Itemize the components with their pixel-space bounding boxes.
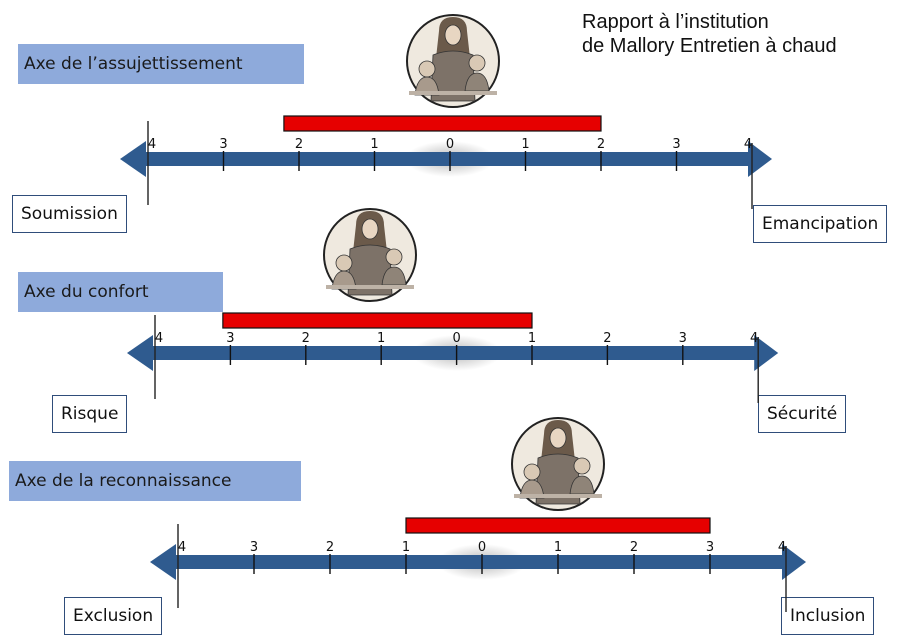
axis-3-left-pole: Exclusion (64, 597, 163, 635)
axis-2-right-pole: Sécurité (758, 395, 847, 433)
axis-1-label: Axe de l’assujettissement (18, 44, 304, 84)
axis-1-position-range (283, 115, 602, 132)
axis-1-tick-label-8: 3 (672, 137, 680, 152)
axis-1-right-arrowhead (748, 141, 772, 177)
axis-3-tick-label-1: 4 (178, 540, 186, 555)
axis-2-position-range (222, 312, 533, 329)
axis-1-tick-label-7: 2 (597, 137, 605, 152)
axis-3-position-range (405, 517, 711, 534)
axis-1-tick-label-6: 1 (521, 137, 529, 152)
axis-1-teacher-medallion-icon (406, 14, 500, 108)
axis-2-tick-label-6: 1 (528, 331, 536, 346)
axis-1-tick-label-2: 3 (219, 137, 227, 152)
axis-2-left-pole: Risque (52, 395, 128, 433)
axis-2-tick-label-8: 3 (679, 331, 687, 346)
axis-2-tick-label-5: 0 (452, 331, 460, 346)
axis-3-tick-label-5: 0 (478, 540, 486, 555)
axis-3-tick-label-7: 2 (630, 540, 638, 555)
axis-3-teacher-medallion-icon (511, 417, 605, 511)
axis-1-tick-label-3: 2 (295, 137, 303, 152)
axis-1-tick-label-9: 4 (744, 137, 752, 152)
axis-1-right-pole: Emancipation (753, 205, 888, 243)
axis-1-scale: 4 3 2 1 0 1 2 3 4 (120, 14, 772, 209)
axis-1-tick-label-4: 1 (370, 137, 378, 152)
axis-3-tick-label-4: 1 (402, 540, 410, 555)
axis-2-right-arrowhead (754, 335, 779, 371)
axis-1-left-arrowhead (120, 141, 146, 177)
title-line-1: Rapport à l’institution (582, 11, 769, 33)
axis-2-tick-label-3: 2 (302, 331, 310, 346)
axis-2-teacher-medallion-icon (323, 208, 417, 302)
axis-2-left-arrowhead (127, 335, 153, 371)
axis-3-tick-label-3: 2 (326, 540, 334, 555)
axis-3-tick-label-6: 1 (554, 540, 562, 555)
axis-1-left-pole: Soumission (12, 195, 127, 233)
axis-1-tick-label-5: 0 (446, 137, 454, 152)
chart-title: Rapport à l’institution de Mallory Entre… (582, 10, 837, 58)
axis-2-tick-label-4: 1 (377, 331, 385, 346)
axis-3-tick-label-2: 3 (250, 540, 258, 555)
axis-3-left-arrowhead (150, 544, 176, 580)
axis-3-tick-label-9: 4 (778, 540, 786, 555)
axis-2-label: Axe du confort (18, 272, 223, 312)
axis-2-tick-label-1: 4 (155, 331, 163, 346)
axis-1-tick-label-1: 4 (148, 137, 156, 152)
axis-3-right-arrowhead (782, 544, 806, 580)
axis-2-scale: 4 3 2 1 0 1 2 3 4 (127, 208, 779, 403)
axis-2-tick-label-9: 4 (750, 331, 758, 346)
axis-3-tick-label-8: 3 (706, 540, 714, 555)
axis-2-tick-label-2: 3 (226, 331, 234, 346)
axis-3-right-pole: Inclusion (781, 597, 875, 635)
axis-3-scale: 4 3 2 1 0 1 2 3 4 (150, 417, 806, 612)
axis-3-label: Axe de la reconnaissance (9, 461, 301, 501)
title-line-2: de Mallory Entretien à chaud (582, 35, 837, 57)
axis-2-tick-label-7: 2 (603, 331, 611, 346)
